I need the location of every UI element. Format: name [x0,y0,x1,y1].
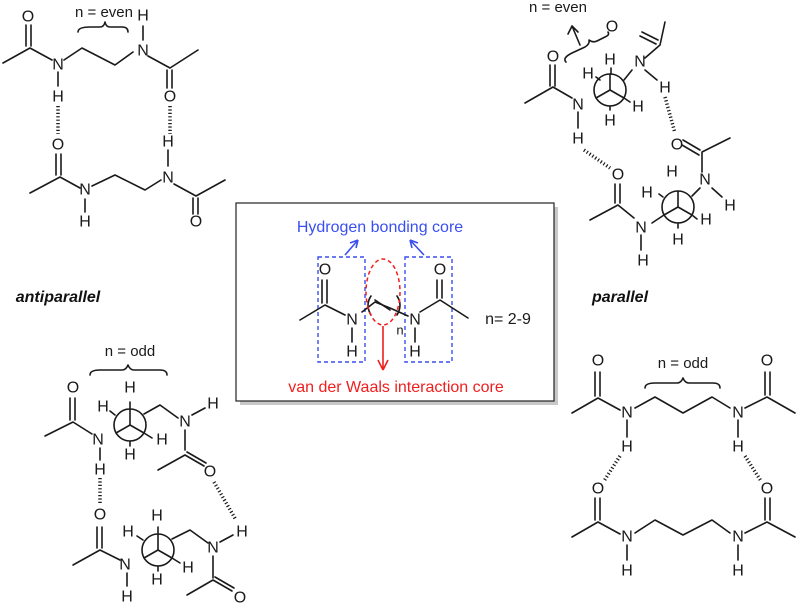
nitrogen-atom: N [409,312,421,329]
hydrogen-atom: H [621,563,633,580]
n-even-label: n = even [75,4,133,21]
oxygen-atom: O [761,481,773,498]
nitrogen-atom: N [137,43,149,60]
nitrogen-atom: N [207,540,219,557]
hydrogen-atom: H [572,131,584,148]
nitrogen-atom: N [346,312,358,329]
hydrogen-atom: H [97,399,109,416]
n-even-label: n = even [529,0,587,16]
oxygen-atom: O [234,590,246,606]
parallel-title: parallel [591,289,649,306]
oxygen-atom: O [592,481,604,498]
hydrogen-atom: H [162,134,174,151]
hydrogen-atom: H [732,563,744,580]
nitrogen-atom: N [699,172,711,189]
parallel-odd-structure: n = odd [571,355,796,561]
repeat-subscript: n [396,323,403,338]
hbond-core-box-right [404,256,453,363]
antiparallel-title: antiparallel [16,289,101,306]
hydrogen-atom: H [582,66,594,83]
hydrogen-atom: H [637,253,649,270]
oxygen-atom: O [22,9,34,26]
hydrogen-atom: H [156,432,168,449]
nitrogen-atom: N [621,529,633,546]
hydrogen-atom: H [700,212,712,229]
hydrogen-atom: H [94,462,106,479]
hydrogen-atom: H [604,113,616,130]
hydrogen-atom: H [122,524,134,541]
hydrogen-atom: H [666,164,678,181]
oxygen-atom: O [204,464,216,481]
nitrogen-atom: N [52,57,64,74]
hydrogen-atom: H [672,232,684,249]
nitrogen-atom: N [92,432,104,449]
nitrogen-atom: N [119,557,131,574]
hydrogen-atom: H [151,508,163,525]
oxygen-atom: O [319,262,331,279]
hydrogen-atom: H [79,214,91,231]
hydrogen-bonding-core-label: Hydrogen bonding core [297,219,463,236]
hydrogen-atom: H [409,344,421,361]
parallel-even-structure: n = even [524,0,731,251]
hydrogen-atom: H [124,447,136,464]
hydrogen-atom: H [52,89,64,106]
nitrogen-atom: N [635,220,647,237]
oxygen-atom: O [434,262,446,279]
hydrogen-atom: H [641,185,653,202]
oxygen-atom: O [592,353,604,370]
oxygen-atom: O [67,380,79,397]
nitrogen-atom: N [162,170,174,187]
nitrogen-atom: N [179,414,191,431]
hydrogen-atom: H [236,524,248,541]
nitrogen-atom: N [621,405,633,422]
nitrogen-atom: N [79,182,91,199]
oxygen-atom: O [190,214,202,231]
core-definition-box: Hydrogen bonding core n= 2-9 van der Waa… [235,202,558,405]
antiparallel-odd-structure: n = odd [44,343,238,596]
atom-labels: ONHNHOONHNHOONHHHHHNOHONHHHHHONHONHHHHHN… [22,8,773,606]
oxygen-atom: O [52,137,64,154]
hydrogen-atom: H [137,8,149,25]
antiparallel-even-structure: n = even [2,4,226,215]
arrow-icon [344,239,425,256]
n-odd-label: n = odd [105,343,155,360]
oxygen-atom: O [761,353,773,370]
hydrogen-atom: H [732,439,744,456]
n-odd-label: n = odd [658,355,708,372]
vdw-core-label: van der Waals interaction core [288,379,504,396]
hydrogen-atom: H [604,52,616,69]
oxygen-atom: O [606,19,618,36]
nitrogen-atom: N [572,97,584,114]
hydrogen-atom: H [151,572,163,589]
vdw-core-ellipse [365,258,401,326]
hydrogen-atom: H [346,344,358,361]
oxygen-atom: O [671,137,683,154]
nitrogen-atom: N [732,529,744,546]
hydrogen-atom: H [182,560,194,577]
hydrogen-atom: H [121,589,133,606]
hydrogen-atom: H [724,198,736,215]
oxygen-atom: O [612,167,624,184]
hydrogen-atom: H [621,439,633,456]
oxygen-atom: O [94,507,106,524]
arrow-icon [377,326,389,371]
nitrogen-atom: N [732,405,744,422]
nitrogen-atom: N [634,54,646,71]
n-range-label: n= 2-9 [485,311,531,328]
oxygen-atom: O [164,89,176,106]
hydrogen-atom: H [207,396,219,413]
hydrogen-atom: H [632,99,644,116]
hydrogen-atom: H [659,80,671,97]
hydrogen-atom: H [124,380,136,397]
oxygen-atom: O [547,49,559,66]
